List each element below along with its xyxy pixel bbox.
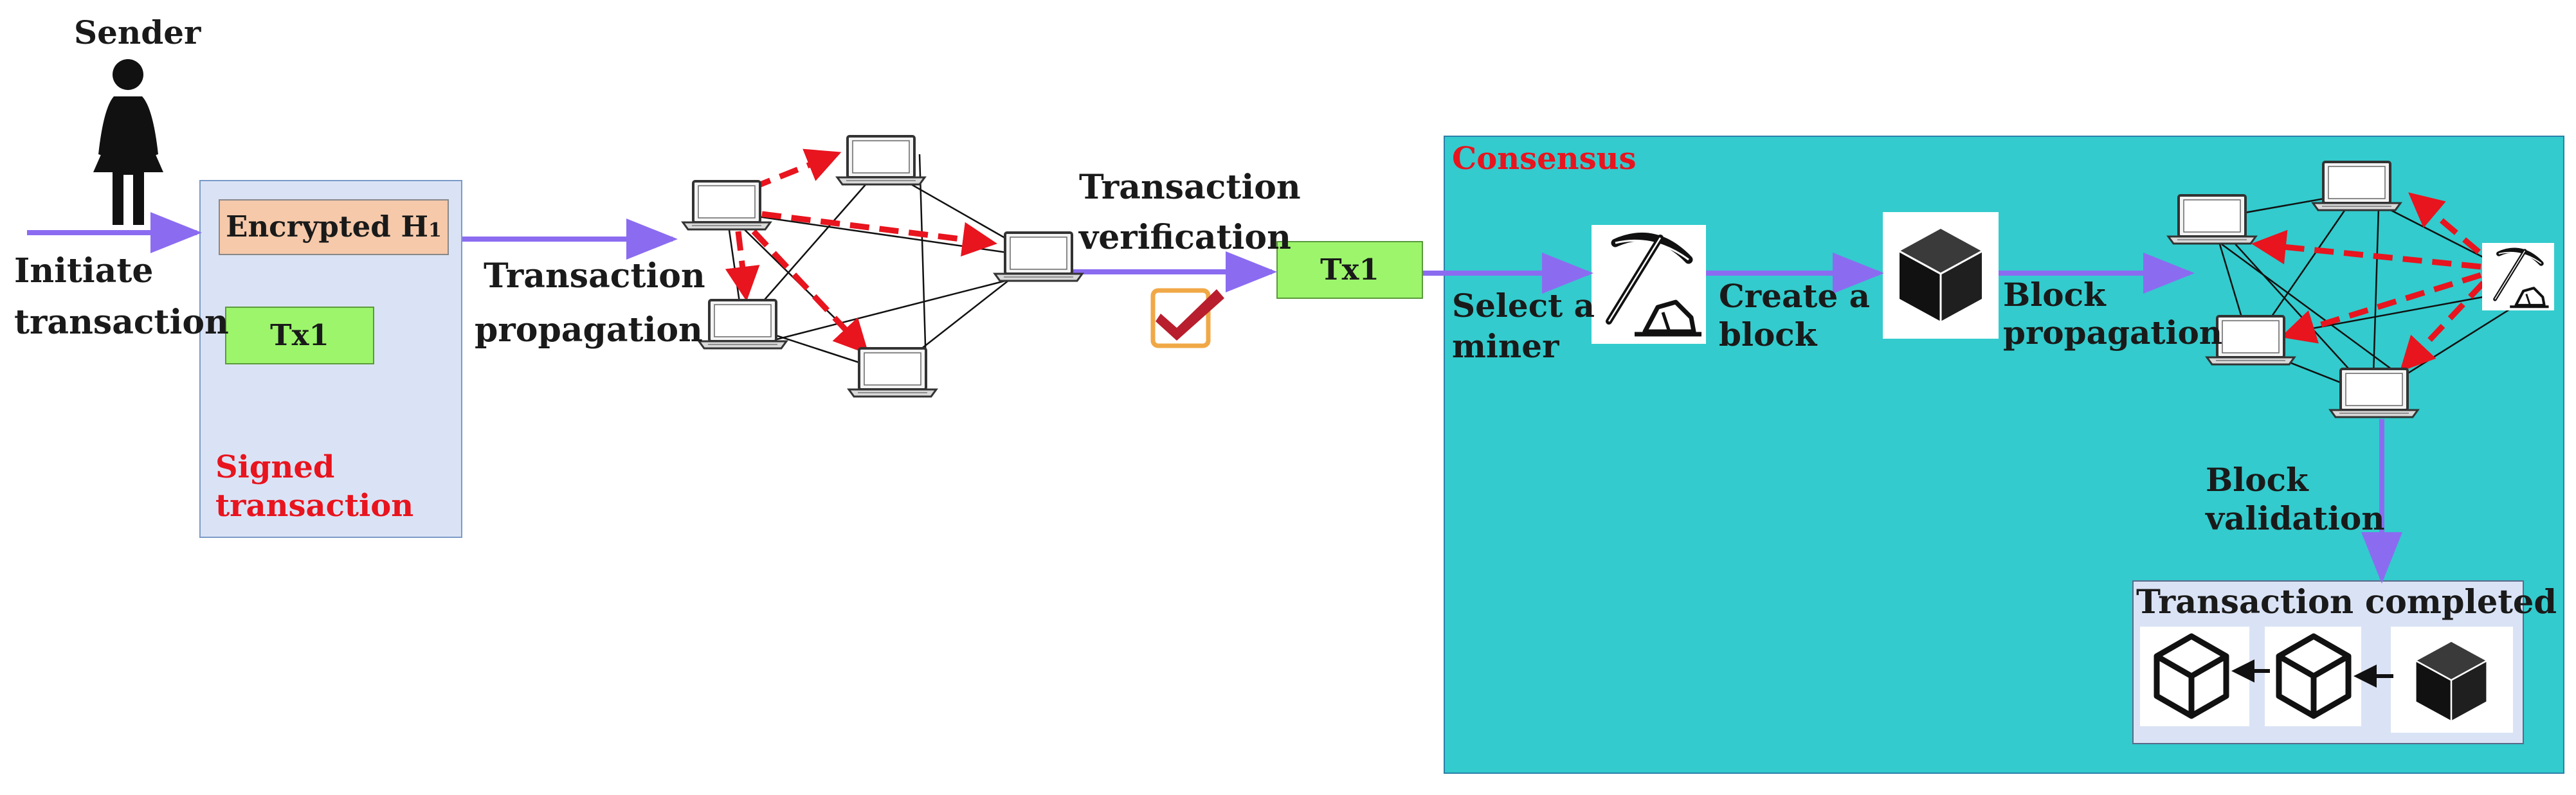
- block-propagation-line1: Block: [2003, 276, 2106, 314]
- block-cube-icon: [1898, 228, 1983, 323]
- encrypted-hash-box: Encrypted H1: [219, 199, 449, 255]
- select-miner-line2: miner: [1452, 327, 1559, 365]
- select-miner-line1: Select a: [1452, 287, 1595, 325]
- propagation-label-line2: propagation: [475, 310, 703, 350]
- checkbox-icon: [1150, 288, 1224, 348]
- pickaxe-icon: [1609, 237, 1701, 334]
- block-validation-line1: Block: [2206, 461, 2308, 499]
- verification-label-line2: verification: [1079, 218, 1291, 257]
- chain-arrows: [2231, 659, 2393, 688]
- signed-caption-line1: Signed: [215, 449, 335, 485]
- signed-caption-line2: transaction: [215, 488, 414, 524]
- consensus-title: Consensus: [1452, 141, 1637, 177]
- outline-cube-icon: [2157, 636, 2348, 716]
- transaction-completed-title: Transaction completed: [2136, 583, 2557, 621]
- initiate-label-line2: transaction: [14, 303, 229, 342]
- arrow-icon: [27, 212, 2402, 584]
- initiate-label-line1: Initiate: [14, 251, 154, 290]
- block-validation-line2: validation: [2206, 499, 2385, 537]
- signed-tx-label: Tx1: [270, 317, 329, 352]
- verification-label-line1: Transaction: [1079, 168, 1301, 207]
- create-block-line2: block: [1719, 316, 1817, 353]
- block-cube-icon: [2415, 641, 2487, 722]
- verified-tx-box: Tx1: [1276, 241, 1423, 299]
- sender-label: Sender: [74, 13, 201, 51]
- transaction-network-dashes: [725, 148, 997, 355]
- block-network-dashes: [2251, 192, 2486, 372]
- verified-tx-label: Tx1: [1320, 252, 1379, 287]
- encrypted-hash-subscript: 1: [428, 219, 442, 242]
- encrypted-hash-label: Encrypted H: [226, 210, 428, 244]
- laptop-icon: [2167, 161, 2419, 418]
- block-propagation-line2: propagation: [2003, 314, 2223, 352]
- person-icon: [93, 59, 163, 225]
- signed-tx-box: Tx1: [225, 307, 374, 364]
- propagation-label-line1: Transaction: [484, 256, 705, 296]
- create-block-line1: Create a: [1719, 277, 1871, 315]
